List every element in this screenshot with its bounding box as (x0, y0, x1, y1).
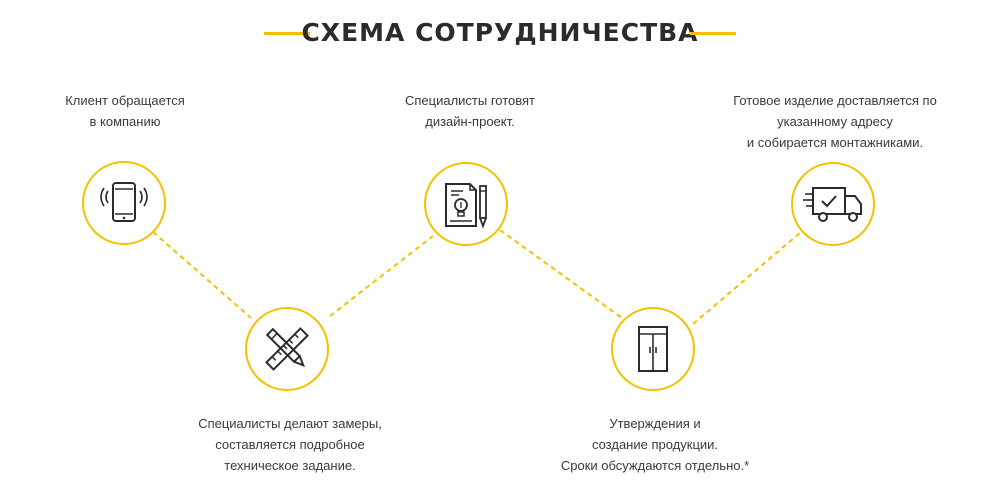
step-4-circle (611, 307, 695, 391)
step-1-caption: Клиент обращается в компанию (20, 90, 230, 132)
connector-3-4 (499, 229, 623, 319)
design-project-icon (445, 183, 487, 229)
delivery-truck-icon (803, 187, 862, 222)
step-2-circle (245, 307, 329, 391)
title-decoration-left (264, 32, 310, 35)
step-4-caption: Утверждения и создание продукции. Сроки … (535, 413, 775, 476)
smartphone-icon (100, 182, 148, 222)
caption-line: Специалисты делают замеры, (198, 416, 382, 431)
section-header: СХЕМА СОТРУДНИЧЕСТВА (0, 12, 1000, 52)
caption-line: дизайн-проект. (425, 114, 515, 129)
caption-line: и собирается монтажниками. (746, 135, 924, 150)
ruler-pencil-icon (265, 327, 309, 371)
connector-1-2 (152, 231, 252, 319)
caption-line: Клиент обращается (65, 93, 185, 108)
caption-line: Утверждения и (609, 416, 701, 431)
step-5-circle (791, 162, 875, 246)
caption-line: Специалисты готовят (404, 93, 536, 108)
caption-line: в компанию (89, 114, 161, 129)
wardrobe-icon (638, 326, 668, 372)
step-3-circle (424, 162, 508, 246)
step-5-caption: Готовое изделие доставляется по указанно… (710, 90, 960, 153)
connector-4-5 (692, 231, 802, 325)
caption-line: Сроки обсуждаются отдельно.* (560, 458, 750, 473)
step-1-circle (82, 161, 166, 245)
caption-line: техническое задание. (224, 458, 356, 473)
connector-2-3 (329, 235, 434, 317)
caption-line: Готовое изделие доставляется по (733, 93, 937, 108)
caption-line: указанному адресу (777, 114, 893, 129)
step-2-caption: Специалисты делают замеры, составляется … (175, 413, 405, 476)
title-decoration-right (690, 32, 736, 35)
step-3-caption: Специалисты готовят дизайн-проект. (355, 90, 585, 132)
page-title: СХЕМА СОТРУДНИЧЕСТВА (301, 18, 699, 47)
caption-line: составляется подробное (215, 437, 365, 452)
caption-line: создание продукции. (591, 437, 719, 452)
